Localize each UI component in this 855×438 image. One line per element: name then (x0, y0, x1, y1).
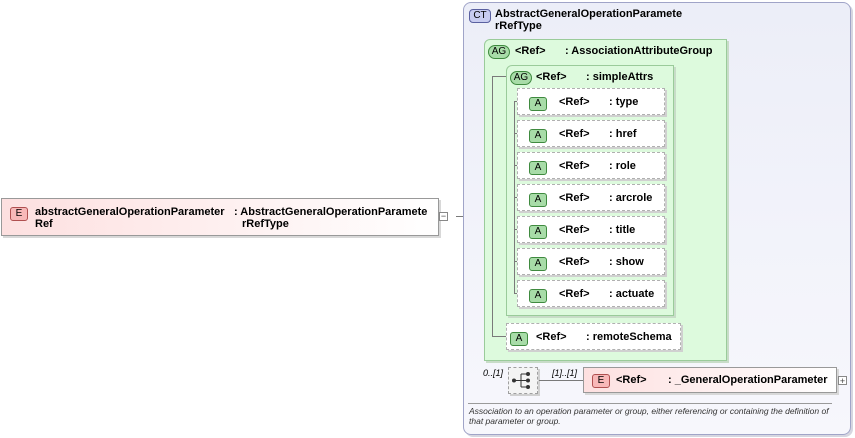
child-element-box[interactable]: E <Ref> : _GeneralOperationParameter (583, 367, 837, 393)
sequence-icon (512, 372, 530, 389)
attribute-name: : remoteSchema (586, 331, 672, 343)
attribute-remoteschema[interactable]: A <Ref> : remoteSchema (506, 323, 681, 350)
connector-attr-actuate (514, 293, 517, 294)
attribute-badge: A (529, 129, 547, 143)
attribute-badge: A (510, 332, 528, 346)
attribute-title[interactable]: A <Ref> : title (517, 216, 665, 243)
element-name: abstractGeneralOperationParameter Ref (35, 206, 225, 230)
element-type-line2: rRefType (242, 218, 289, 230)
attribute-badge: A (529, 161, 547, 175)
sequence-compositor[interactable] (508, 367, 538, 394)
element-name-line1: abstractGeneralOperationParameter (35, 206, 225, 218)
element-type-line1: : AbstractGeneralOperationParamete (234, 206, 428, 218)
attribute-name: : arcrole (609, 192, 653, 204)
attribute-badge: A (529, 257, 547, 271)
attribute-actuate[interactable]: A <Ref> : actuate (517, 280, 665, 307)
connector-to-simpleattrs (492, 76, 506, 77)
connector-ag-inner-vertical (492, 76, 493, 337)
connector-attr-show (514, 261, 517, 262)
element-box[interactable]: E abstractGeneralOperationParameter Ref … (1, 198, 439, 236)
attribute-name: : type (609, 96, 639, 108)
attribute-href[interactable]: A <Ref> : href (517, 120, 665, 147)
attribute-ref: <Ref> (559, 256, 590, 268)
connector-attr-title (514, 229, 517, 230)
simpleattrs-name: : simpleAttrs (586, 71, 654, 83)
element-name-line2: Ref (35, 218, 53, 230)
ct-badge: CT (469, 9, 491, 23)
attribute-badge: A (529, 193, 547, 207)
child-cardinality: [1]..[1] (552, 368, 578, 378)
connector-attr-role (514, 165, 517, 166)
connector-attr-type (514, 101, 517, 102)
simpleattrs-badge: AG (510, 71, 532, 85)
connector-sequence-to-child (539, 380, 583, 381)
attribute-badge: A (529, 225, 547, 239)
simpleattrs-ref: <Ref> (536, 71, 567, 83)
attribute-show[interactable]: A <Ref> : show (517, 248, 665, 275)
attribute-ref: <Ref> (559, 128, 590, 140)
attribute-type[interactable]: A <Ref> : type (517, 88, 665, 115)
attribute-ref: <Ref> (536, 331, 567, 343)
ct-title-line2: rRefType (495, 20, 542, 32)
attribute-ref: <Ref> (559, 96, 590, 108)
attribute-name: : role (609, 160, 636, 172)
connector-attr-arcrole (514, 197, 517, 198)
attribute-name: : href (609, 128, 637, 140)
attribute-ref: <Ref> (559, 288, 590, 300)
ag-ref: <Ref> (515, 45, 546, 57)
ag-name: : AssociationAttributeGroup (565, 45, 713, 57)
element-type: : AbstractGeneralOperationParamete rRefT… (234, 206, 427, 230)
child-element-name: : _GeneralOperationParameter (668, 374, 828, 386)
attribute-ref: <Ref> (559, 192, 590, 204)
ct-title-line1: AbstractGeneralOperationParamete (495, 8, 683, 20)
attribute-badge: A (529, 289, 547, 303)
element-collapse-toggle[interactable]: − (439, 211, 448, 221)
attribute-role[interactable]: A <Ref> : role (517, 152, 665, 179)
connector-to-remoteschema (492, 336, 508, 337)
attribute-badge: A (529, 97, 547, 111)
ct-title: AbstractGeneralOperationParamete rRefTyp… (495, 8, 682, 32)
attribute-name: : title (609, 224, 636, 236)
child-element-ref: <Ref> (616, 374, 647, 386)
sequence-cardinality: 0..[1] (483, 368, 504, 378)
attribute-ref: <Ref> (559, 224, 590, 236)
ag-badge: AG (488, 45, 510, 59)
attribute-ref: <Ref> (559, 160, 590, 172)
ct-description: Association to an operation parameter or… (469, 406, 829, 426)
child-element-badge: E (592, 374, 610, 388)
child-expand-toggle[interactable]: + (838, 376, 847, 386)
ct-divider (468, 403, 832, 404)
attribute-arcrole[interactable]: A <Ref> : arcrole (517, 184, 665, 211)
attribute-name: : actuate (609, 288, 655, 300)
element-badge: E (10, 207, 28, 221)
attribute-name: : show (609, 256, 644, 268)
connector-attr-href (514, 133, 517, 134)
